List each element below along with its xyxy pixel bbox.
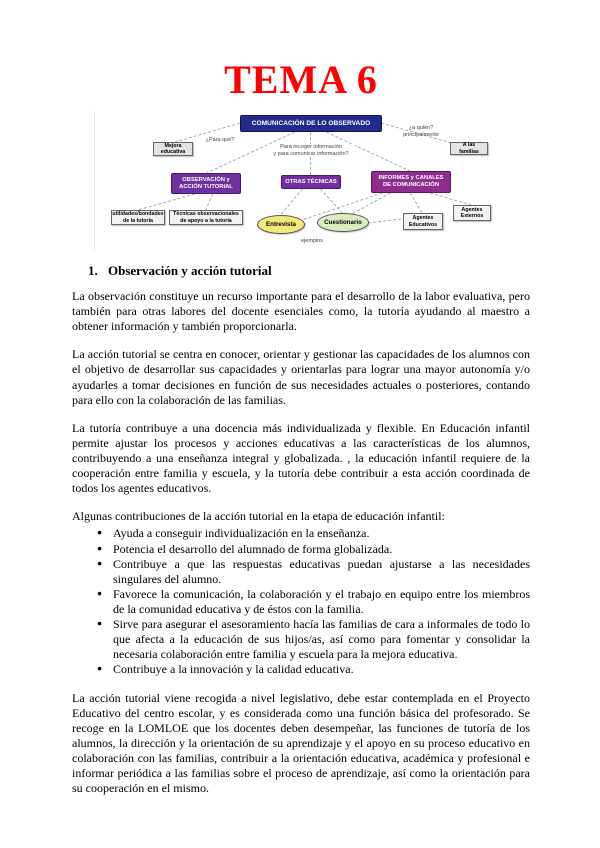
section-title: Observación y acción tutorial [108, 263, 272, 278]
node-mejora-educativa: Mejora educativa [153, 142, 193, 156]
hint-para-que: ¿Para qué? [205, 137, 235, 143]
hint-a-quien: ¿a quién? principalmente [403, 125, 439, 138]
section-number: 1. [88, 263, 98, 278]
hint-recoger-informacion: Para recoger información y para comunica… [267, 144, 355, 158]
list-item: Sirve para asegurar el asesoramiento hac… [96, 617, 530, 662]
list-item: Potencia el desarrollo del alumnado de f… [96, 542, 530, 557]
node-comunicacion-observado: COMUNICACIÓN DE LO OBSERVADO [240, 115, 382, 132]
paragraph-observacion: La observación constituye un recurso imp… [72, 289, 530, 334]
bullet-list: Ayuda a conseguir individualización en l… [96, 526, 530, 677]
paragraph-contribuciones-intro: Algunas contribuciones de la acción tuto… [72, 509, 445, 524]
node-tecnicas-observacionales: Técnicas observacionales de apoyo a la t… [169, 210, 243, 225]
node-agentes-educativos: Agentes Educativos [403, 213, 443, 230]
node-agentes-externos: Agentes Externos [453, 205, 491, 221]
list-item: Contribuye a la innovación y la calidad … [96, 662, 530, 677]
concept-map: COMUNICACIÓN DE LO OBSERVADO ¿a quién? p… [94, 111, 496, 251]
node-entrevista: Entrevista [257, 215, 305, 234]
node-informes-canales: INFORMES y CANALES DE COMUNICACIÓN [371, 171, 451, 193]
node-observacion-accion-tutorial: OBSERVACIÓN y ACCIÓN TUTORIAL [171, 173, 241, 194]
hint-ejemplos: ejemplos [300, 238, 323, 244]
node-cuestionario: Cuestionario [317, 213, 369, 232]
section-heading: 1. Observación y acción tutorial [88, 263, 530, 279]
page-title: TEMA 6 [224, 57, 378, 102]
paragraph-accion-tutorial: La acción tutorial se centra en conocer,… [72, 347, 530, 407]
node-otras-tecnicas: OTRAS TÉCNICAS [281, 175, 341, 189]
list-item: Contribuye a que las respuestas educativ… [96, 557, 530, 587]
paragraph-tutoria-docencia: La tutoría contribuye a una docencia más… [72, 420, 530, 496]
list-item: Favorece la comunicación, la colaboració… [96, 587, 530, 617]
paragraph-legislativo: La acción tutorial viene recogida a nive… [72, 690, 530, 796]
node-utilidades-tutoria: utilidades/bondades de la tutoría [111, 210, 165, 225]
list-item: Ayuda a conseguir individualización en l… [96, 526, 530, 541]
node-a-las-familias: A las familias [450, 142, 488, 155]
